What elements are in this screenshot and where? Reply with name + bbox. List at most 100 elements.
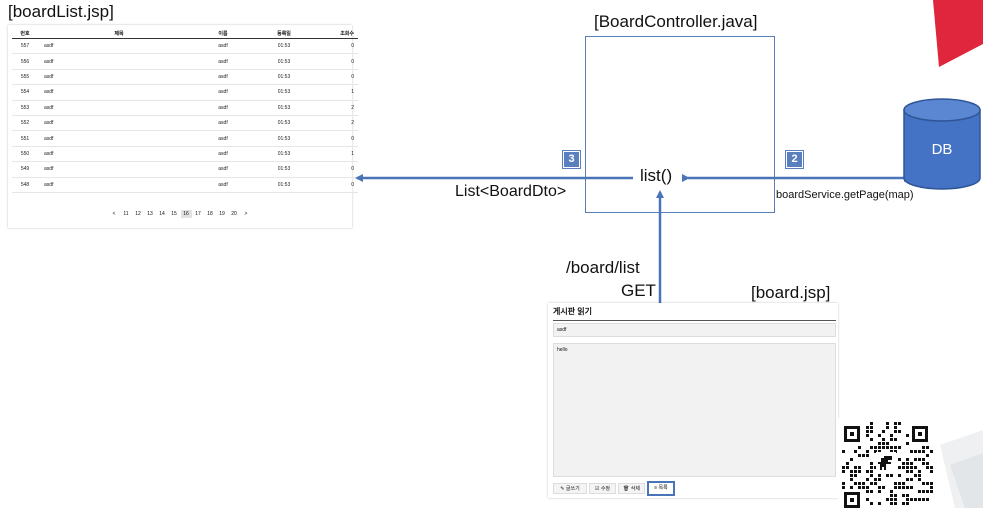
pagination-page[interactable]: 20 [231, 211, 237, 217]
pagination-page[interactable]: 14 [159, 211, 165, 217]
board-jsp-title: [board.jsp] [751, 283, 831, 302]
database-icon: DB [903, 98, 981, 190]
cell-date: 01:53 [252, 38, 316, 55]
cell-writer: asdf [194, 84, 252, 101]
cell-views: 2 [316, 100, 358, 116]
cell-writer: asdf [194, 69, 252, 86]
cell-title[interactable]: asdf [38, 38, 194, 55]
cell-no: 554 [12, 84, 38, 101]
cell-views: 1 [316, 84, 358, 101]
cell-date: 01:53 [252, 161, 316, 178]
cell-date: 01:53 [252, 53, 316, 70]
cell-no: 557 [12, 38, 38, 55]
delete-button[interactable]: 🗑 삭제 [618, 483, 645, 494]
pagination-page[interactable]: 16 [180, 210, 192, 218]
cell-date: 01:53 [252, 100, 316, 116]
cell-views: 0 [316, 177, 358, 193]
cell-writer: asdf [194, 177, 252, 193]
cell-writer: asdf [194, 130, 252, 147]
cell-no: 556 [12, 53, 38, 70]
cell-writer: asdf [194, 115, 252, 132]
cell-no: 550 [12, 146, 38, 163]
cell-date: 01:53 [252, 115, 316, 132]
header-title: 제목 [38, 29, 194, 39]
cell-title[interactable]: asdf [38, 161, 194, 178]
header-no: 번호 [12, 29, 38, 39]
cell-date: 01:53 [252, 130, 316, 147]
edit-button[interactable]: ☑ 수정 [589, 483, 616, 494]
cell-views: 0 [316, 130, 358, 147]
cell-views: 0 [316, 69, 358, 86]
pagination-page[interactable]: 19 [219, 211, 225, 217]
qr-code-image [838, 418, 934, 508]
cell-title[interactable]: asdf [38, 177, 194, 193]
pagination-page[interactable]: 15 [171, 211, 177, 217]
cell-title[interactable]: asdf [38, 100, 194, 116]
board-divider [553, 320, 836, 321]
cell-writer: asdf [194, 53, 252, 70]
cell-title[interactable]: asdf [38, 84, 194, 101]
cell-no: 551 [12, 130, 38, 147]
list-method-label: list() [640, 166, 673, 185]
cell-writer: asdf [194, 146, 252, 163]
db-label: DB [932, 141, 953, 158]
cell-title[interactable]: asdf [38, 69, 194, 86]
cell-no: 555 [12, 69, 38, 86]
cell-title[interactable]: asdf [38, 146, 194, 163]
list-button[interactable]: ≡ 목록 [647, 481, 675, 496]
header-views: 조회수 [316, 29, 358, 39]
header-date: 등록일 [252, 29, 316, 39]
cell-no: 549 [12, 161, 38, 178]
request-path-label: /board/list [566, 258, 640, 277]
pagination-next[interactable]: > [244, 211, 248, 217]
pagination-page[interactable]: 12 [135, 211, 141, 217]
cell-title[interactable]: asdf [38, 53, 194, 70]
request-method-label: GET [621, 281, 656, 300]
cell-date: 01:53 [252, 84, 316, 101]
header-writer: 이름 [194, 29, 252, 39]
controller-box [585, 36, 775, 213]
step-badge-3: 3 [562, 150, 581, 169]
cell-no: 552 [12, 115, 38, 132]
write-button[interactable]: ✎ 글쓰기 [553, 483, 587, 494]
cell-writer: asdf [194, 161, 252, 178]
cell-no: 553 [12, 100, 38, 116]
cell-date: 01:53 [252, 146, 316, 163]
cell-date: 01:53 [252, 69, 316, 86]
red-accent-shape [933, 0, 983, 67]
cell-title[interactable]: asdf [38, 115, 194, 132]
board-detail-panel: 게시판 읽기 asdf hello ✎ 글쓰기 ☑ 수정 🗑 삭제 ≡ 목록 [548, 303, 838, 498]
subject-field[interactable]: asdf [553, 323, 836, 337]
pagination-page[interactable]: 13 [147, 211, 153, 217]
cell-no: 548 [12, 177, 38, 193]
content-field[interactable]: hello [553, 343, 836, 477]
cell-views: 2 [316, 115, 358, 132]
return-type-label: List<BoardDto> [455, 183, 567, 200]
controller-title: [BoardController.java] [594, 12, 758, 31]
table-header-row: 번호 제목 이름 등록일 조회수 [12, 29, 358, 39]
cell-title[interactable]: asdf [38, 130, 194, 147]
pagination-prev[interactable]: < [112, 211, 116, 217]
cell-views: 0 [316, 161, 358, 178]
gray-decoration [940, 430, 983, 508]
cell-views: 0 [316, 38, 358, 55]
pagination-page[interactable]: 17 [195, 211, 201, 217]
cell-views: 1 [316, 146, 358, 163]
cell-writer: asdf [194, 100, 252, 116]
board-list-title: [boardList.jsp] [8, 2, 114, 21]
dinosaur-icon [876, 452, 896, 472]
pagination-page[interactable]: 18 [207, 211, 213, 217]
pagination-page[interactable]: 11 [123, 211, 129, 217]
